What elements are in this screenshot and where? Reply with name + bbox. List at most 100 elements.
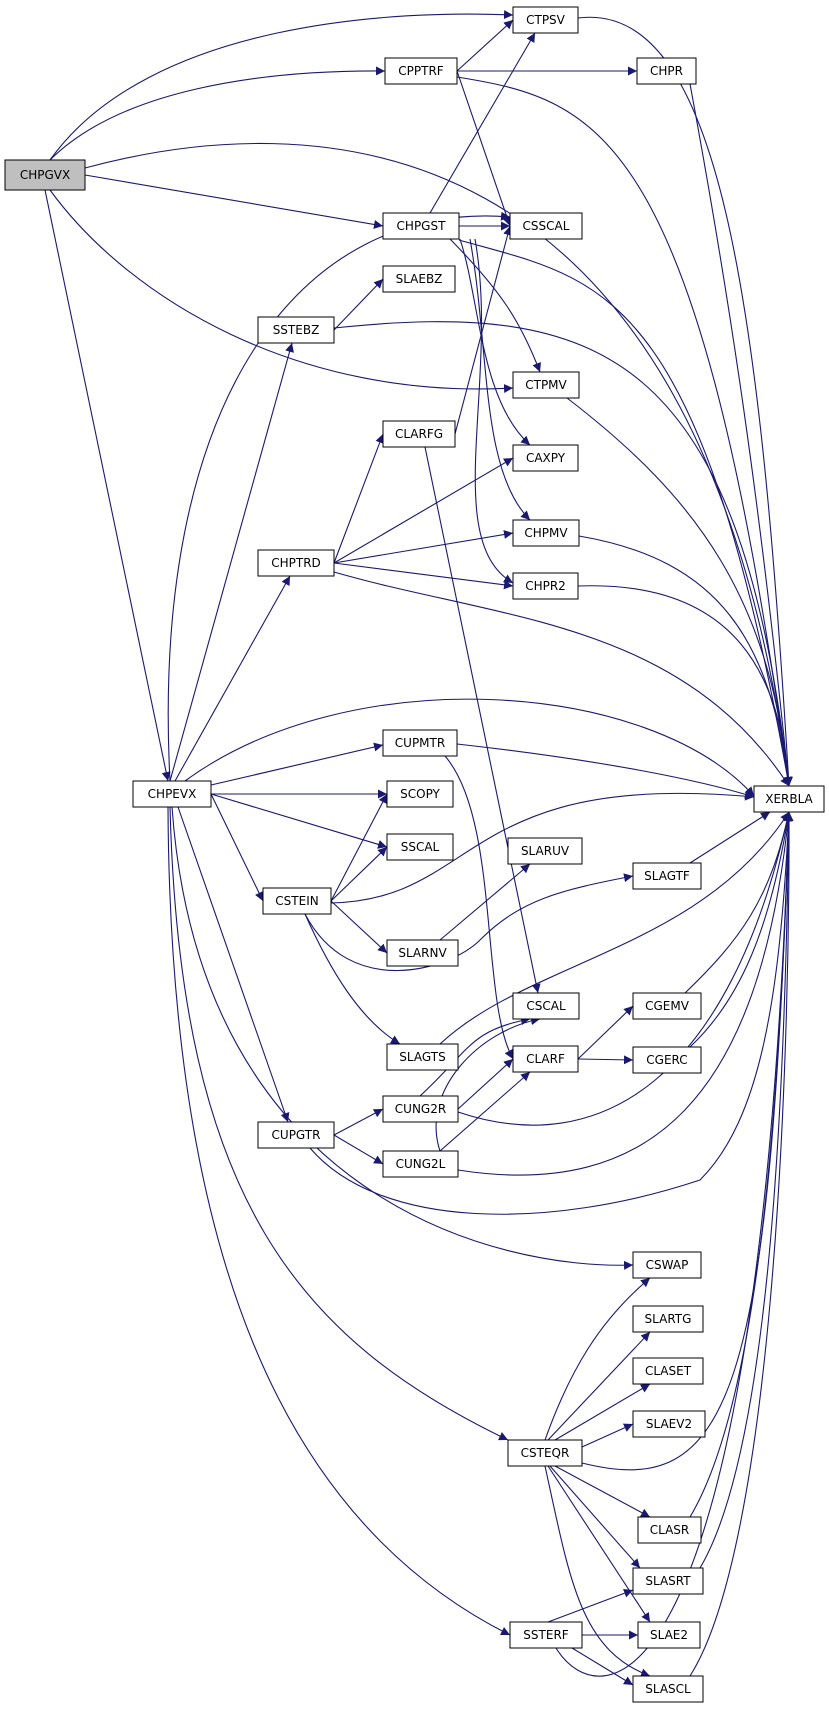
edge-chpevx-to-ssterf bbox=[167, 806, 511, 1636]
node-box bbox=[382, 729, 458, 757]
edge-chpevx-to-sstebz bbox=[169, 342, 294, 782]
node-slaruv[interactable]: SLARUV bbox=[507, 837, 583, 865]
node-xerbla[interactable]: XERBLA bbox=[753, 785, 825, 813]
node-cpptrf[interactable]: CPPTRF bbox=[384, 57, 458, 85]
edge-chpgvx-to-ctpmv bbox=[49, 189, 514, 393]
node-ctpsv[interactable]: CTPSV bbox=[512, 6, 579, 34]
node-label: SLARNV bbox=[398, 946, 447, 960]
edge-cupmtr-to-clarf bbox=[444, 755, 514, 1060]
node-cswap[interactable]: CSWAP bbox=[632, 1251, 702, 1279]
node-box bbox=[512, 6, 579, 34]
node-chpr[interactable]: CHPR bbox=[636, 57, 697, 85]
edge-clarfg-to-cscal bbox=[424, 446, 541, 994]
node-label: CAXPY bbox=[526, 451, 566, 465]
node-box bbox=[632, 1251, 702, 1279]
node-label: SCOPY bbox=[400, 787, 440, 801]
edge-cstein-to-slagtf bbox=[304, 873, 634, 972]
node-slaev2[interactable]: SLAEV2 bbox=[632, 1410, 706, 1438]
node-scopy[interactable]: SCOPY bbox=[386, 780, 454, 808]
node-box bbox=[386, 1043, 459, 1071]
node-label: SSCAL bbox=[401, 840, 440, 854]
node-label: CHPGVX bbox=[20, 168, 70, 182]
edge-chpr2-to-xerbla bbox=[577, 585, 793, 787]
node-label: CSSCAL bbox=[523, 219, 570, 233]
edge-cstein-to-slagts bbox=[304, 913, 401, 1045]
node-chpr2[interactable]: CHPR2 bbox=[512, 572, 579, 600]
node-box bbox=[753, 785, 825, 813]
node-label: CGEMV bbox=[645, 999, 690, 1013]
node-label: CUNG2R bbox=[395, 1102, 446, 1116]
edge-slasrt-to-xerbla bbox=[699, 811, 794, 1569]
node-box bbox=[632, 1357, 704, 1385]
edge-ctpsv-to-xerbla bbox=[577, 16, 793, 787]
node-box bbox=[512, 1045, 579, 1073]
node-label: SLAE2 bbox=[650, 1628, 688, 1642]
node-csscal[interactable]: CSSCAL bbox=[509, 212, 583, 240]
node-slagtf[interactable]: SLAGTF bbox=[632, 862, 702, 890]
node-csteqr[interactable]: CSTEQR bbox=[507, 1439, 583, 1467]
node-box bbox=[512, 519, 580, 547]
edge-csteqr-to-slascl bbox=[544, 1465, 651, 1678]
node-cgemv[interactable]: CGEMV bbox=[632, 992, 702, 1020]
node-sscal[interactable]: SSCAL bbox=[386, 833, 454, 861]
node-caxpy[interactable]: CAXPY bbox=[512, 444, 579, 472]
edge-ssterf-to-slasrt bbox=[547, 1588, 634, 1623]
node-cgerc[interactable]: CGERC bbox=[632, 1046, 702, 1074]
node-box bbox=[632, 862, 702, 890]
node-ctpmv[interactable]: CTPMV bbox=[512, 371, 580, 399]
node-box bbox=[632, 1675, 704, 1703]
node-cscal[interactable]: CSCAL bbox=[512, 992, 580, 1020]
edge-chptrd-to-clarfg bbox=[333, 433, 385, 564]
node-claset[interactable]: CLASET bbox=[632, 1357, 704, 1385]
node-chpgvx[interactable]: CHPGVX bbox=[4, 159, 86, 191]
nodes-layer: CHPGVX CTPSV CPPTRF CHPR CHPGST CSSCAL SLAEBZ S… bbox=[4, 6, 825, 1703]
edge-cstein-to-xerbla bbox=[330, 791, 755, 904]
node-clarf[interactable]: CLARF bbox=[512, 1045, 579, 1073]
node-cung2l[interactable]: CUNG2L bbox=[382, 1150, 459, 1178]
node-cstein[interactable]: CSTEIN bbox=[262, 887, 332, 915]
node-label: CSCAL bbox=[526, 999, 566, 1013]
node-slae2[interactable]: SLAE2 bbox=[637, 1621, 701, 1649]
edge-ctpmv-to-xerbla bbox=[566, 397, 793, 787]
edge-cstein-to-sscal bbox=[330, 846, 388, 902]
node-chptrd[interactable]: CHPTRD bbox=[257, 549, 335, 577]
node-label: CLASET bbox=[645, 1364, 692, 1378]
node-chpgst[interactable]: CHPGST bbox=[382, 212, 460, 240]
node-label: CHPMV bbox=[524, 526, 568, 540]
node-slascl[interactable]: SLASCL bbox=[632, 1675, 704, 1703]
node-ssterf[interactable]: SSTERF bbox=[509, 1621, 583, 1649]
edge-chpevx-to-cswap bbox=[171, 806, 634, 1270]
node-sstebz[interactable]: SSTEBZ bbox=[257, 316, 335, 344]
node-box bbox=[382, 1150, 459, 1178]
edge-sstebz-to-slaebz bbox=[333, 278, 384, 331]
edge-cung2l-to-clarf bbox=[439, 1071, 531, 1152]
edge-chpgvx-to-chpgst bbox=[84, 174, 384, 229]
node-cung2r[interactable]: CUNG2R bbox=[382, 1095, 459, 1123]
edge-slagtf-to-xerbla bbox=[689, 811, 771, 864]
node-clarfg[interactable]: CLARFG bbox=[382, 420, 456, 448]
node-chpmv[interactable]: CHPMV bbox=[512, 519, 580, 547]
node-slagts[interactable]: SLAGTS bbox=[386, 1043, 459, 1071]
node-label: XERBLA bbox=[765, 792, 813, 806]
edges-layer bbox=[44, 10, 794, 1686]
node-clasr[interactable]: CLASR bbox=[637, 1516, 702, 1544]
edge-clarf-to-cgemv bbox=[577, 1005, 634, 1060]
node-label: CUPMTR bbox=[395, 736, 445, 750]
node-label: SLAGTS bbox=[399, 1050, 445, 1064]
node-box bbox=[257, 549, 335, 577]
node-box bbox=[382, 212, 460, 240]
node-box bbox=[632, 1305, 704, 1333]
node-cupmtr[interactable]: CUPMTR bbox=[382, 729, 458, 757]
node-chpevx[interactable]: CHPEVX bbox=[132, 780, 212, 808]
node-slarnv[interactable]: SLARNV bbox=[386, 939, 459, 967]
node-slasrt[interactable]: SLASRT bbox=[632, 1567, 704, 1595]
node-box bbox=[507, 837, 583, 865]
node-cupgtr[interactable]: CUPGTR bbox=[257, 1121, 335, 1149]
edge-chpevx-to-chptrd bbox=[174, 575, 291, 782]
node-slartg[interactable]: SLARTG bbox=[632, 1305, 704, 1333]
edge-cgerc-to-xerbla bbox=[689, 811, 793, 1048]
node-label: CHPEVX bbox=[148, 787, 197, 801]
node-slaebz[interactable]: SLAEBZ bbox=[382, 265, 456, 293]
edge-csteqr-to-slae2 bbox=[547, 1465, 651, 1623]
edge-cung2r-to-xerbla bbox=[457, 811, 792, 1126]
